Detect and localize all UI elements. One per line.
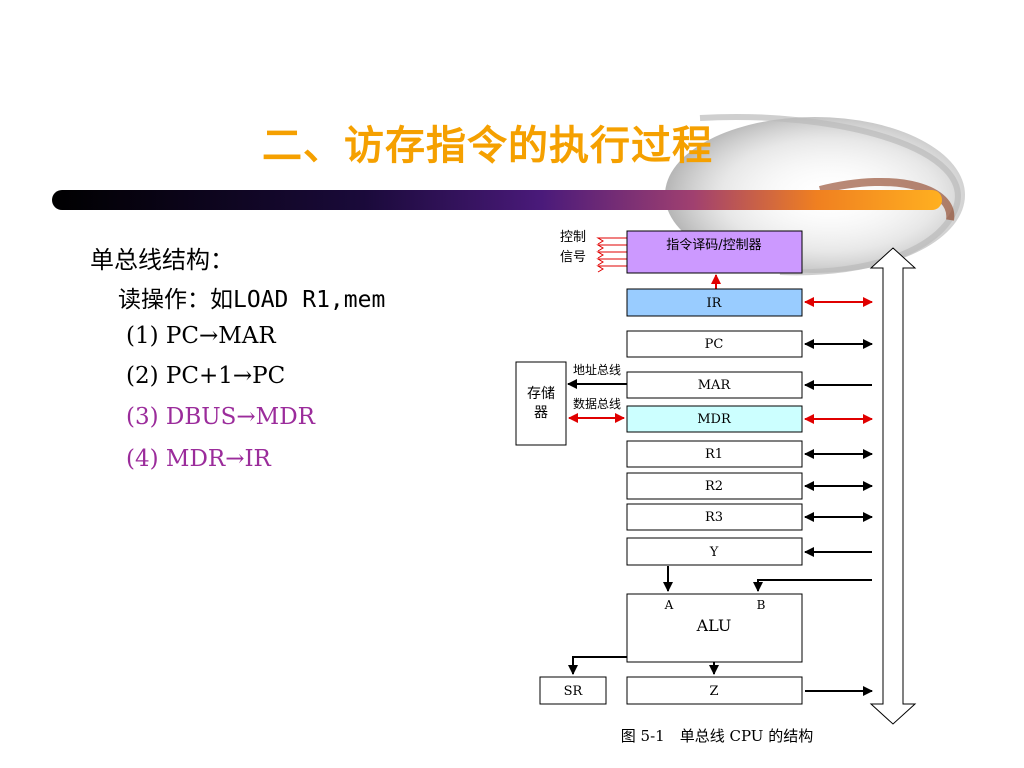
internal-bus-arrow [869,247,917,725]
r3-box [626,503,803,531]
r1-box [626,440,803,468]
mdr-label: MDR [697,412,732,427]
memory-label-1: 存储 [527,386,555,402]
read-op-code: LOAD R1,mem [233,287,386,313]
read-op-prefix: 读操作：如 [118,287,233,313]
memory-box [515,361,567,446]
heading-single-bus: 单总线结构： [90,246,234,274]
step-1: (1) PC→MAR [126,323,276,349]
pc-box [626,330,803,358]
alu-input-a-label: A [664,598,674,612]
ctrl-signal-label-1: 控制 [560,230,586,245]
mdr-box [626,405,803,433]
ir-label: IR [707,296,723,311]
alu-label: ALU [696,616,732,635]
read-operation-line: 读操作：如LOAD R1,mem [118,280,385,314]
sr-box [539,676,607,705]
y-label: Y [709,545,719,560]
title-underline-bar [52,190,942,210]
ir-box [626,288,803,317]
controller-box [626,230,803,274]
z-box [626,676,803,705]
y-box [626,537,803,566]
mar-box [626,371,803,399]
r2-box [626,472,803,500]
pc-label: PC [705,337,724,352]
r1-label: R1 [705,447,723,462]
ctrl-signal-label-2: 信号 [560,250,586,265]
r2-label: R2 [705,479,723,494]
ctrl-signal-arrows [596,237,627,273]
alu-input-b-label: B [757,598,766,612]
step-2: (2) PC+1→PC [126,363,286,389]
figure-caption: 图 5-1 单总线 CPU 的结构 [621,727,813,745]
data-bus-label: 数据总线 [573,396,621,411]
r3-label: R3 [705,510,723,525]
step-3: (3) DBUS→MDR [126,404,315,430]
controller-label: 指令译码/控制器 [666,238,761,253]
z-label: Z [709,684,718,699]
alu-box [626,593,803,663]
slide-title: 二、访存指令的执行过程 [262,123,713,169]
mar-label: MAR [698,378,732,393]
sr-label: SR [564,684,584,699]
memory-label-2: 器 [534,405,548,421]
addr-bus-label: 地址总线 [573,363,621,377]
alu-to-sr-arrow [568,656,627,675]
step-4: (4) MDR→IR [126,446,271,472]
bus-to-alu-b-arrow [753,579,872,592]
